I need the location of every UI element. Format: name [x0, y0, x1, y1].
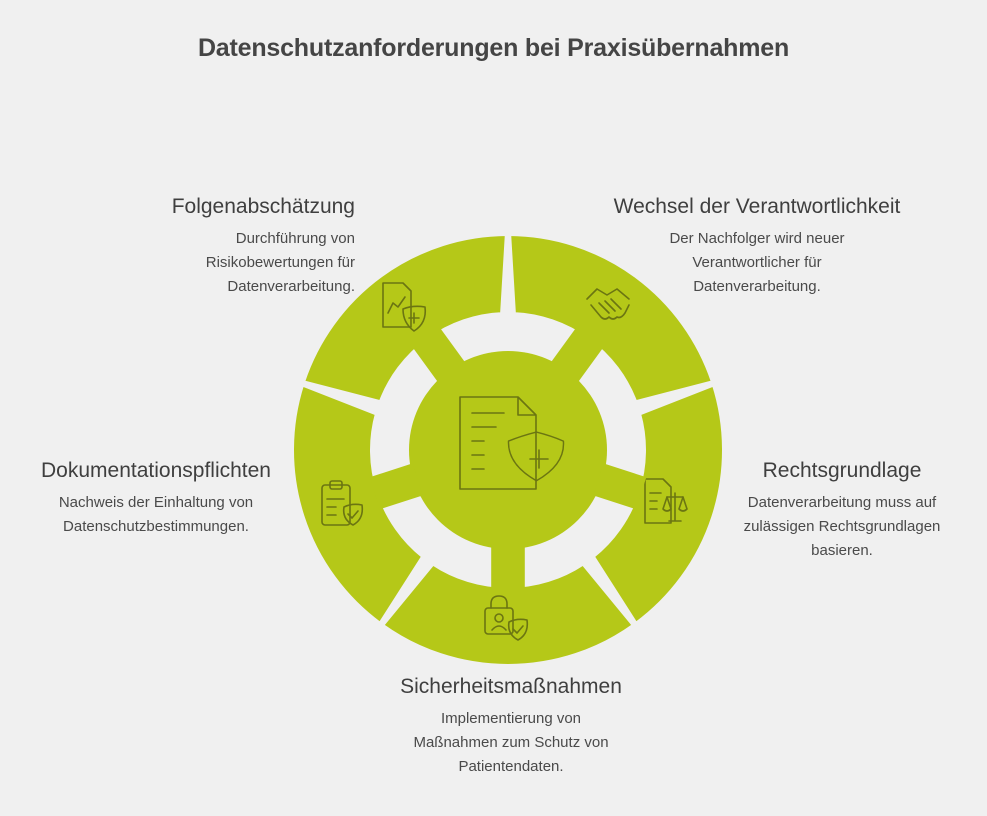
label-folgenabschaetzung: Folgenabschätzung Durchführung von Risik…: [172, 195, 355, 299]
label-dokumentation: Dokumentationspflichten Nachweis der Ein…: [28, 459, 284, 539]
desc-wechsel: Der Nachfolger wird neuer Verantwortlich…: [669, 230, 845, 295]
handshake-icon: [586, 288, 630, 320]
desc-folgenabschaetzung: Durchführung von Risikobewertungen für D…: [205, 230, 355, 295]
chart-shield-plus-icon: [382, 282, 427, 332]
spoke-3: [593, 463, 647, 510]
heading-sicherheit: Sicherheitsmaßnahmen: [400, 675, 622, 698]
label-sicherheit: Sicherheitsmaßnahmen Implementierung von…: [380, 675, 642, 779]
document-scales-icon: [644, 478, 688, 524]
heading-wechsel: Wechsel der Verantwortlichkeit: [613, 195, 901, 218]
lock-user-shield-icon: [484, 595, 529, 641]
page-title: Datenschutzanforderungen bei Praxisübern…: [197, 34, 790, 62]
clipboard-shield-check-icon: [321, 480, 364, 526]
desc-sicherheit: Implementierung von Maßnahmen zum Schutz…: [413, 710, 609, 775]
center-disc: [409, 351, 607, 549]
spoke-2: [550, 326, 604, 384]
desc-dokumentation: Nachweis der Einhaltung von Datenschutzb…: [58, 494, 254, 535]
label-rechtsgrundlage: Rechtsgrundlage Datenverarbeitung muss a…: [726, 459, 958, 563]
document-shield-plus-icon: [459, 396, 565, 490]
spoke-1: [412, 326, 466, 384]
segment-recht: [590, 381, 726, 627]
segment-sicherheit: [379, 560, 637, 668]
heading-folgenabschaetzung: Folgenabschätzung: [171, 195, 355, 218]
spoke-5: [369, 463, 423, 510]
desc-rechtsgrundlage: Datenverarbeitung muss auf zulässigen Re…: [743, 494, 941, 559]
label-wechsel: Wechsel der Verantwortlichkeit Der Nachf…: [590, 195, 924, 299]
heading-rechtsgrundlage: Rechtsgrundlage: [762, 459, 922, 482]
heading-dokumentation: Dokumentationspflichten: [41, 459, 271, 482]
